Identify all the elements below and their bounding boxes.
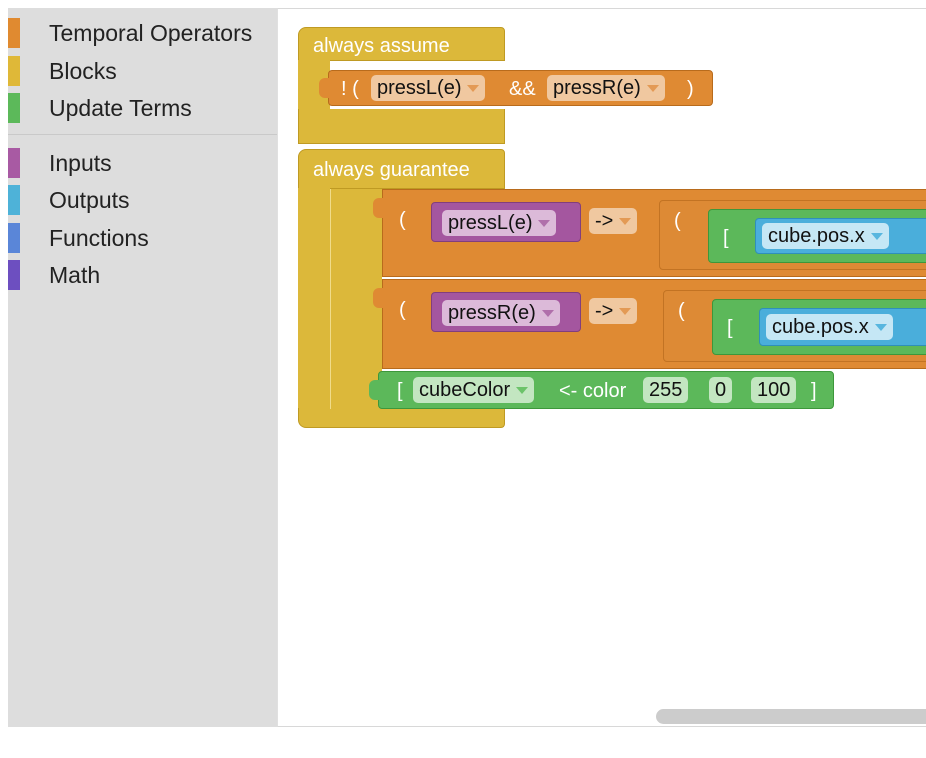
chevron-down-icon	[874, 324, 887, 332]
input-block-press-left[interactable]: pressL(e)	[431, 202, 581, 242]
not-expression-block[interactable]: ! ( pressL(e) && pressR(e) )	[319, 70, 713, 106]
toolbox-category-blocks[interactable]: Blocks	[8, 52, 277, 86]
blue-value-field[interactable]: 100	[751, 377, 797, 403]
output-dropdown[interactable]: cube.pos.x	[762, 223, 889, 249]
open-bracket: [	[723, 227, 729, 249]
category-label: Functions	[49, 225, 149, 251]
toolbox-category-outputs[interactable]: Outputs	[8, 181, 277, 215]
color-update-block[interactable]: [ cubeColor <- color 255 0 100 ]	[369, 371, 834, 409]
open-bracket: [	[397, 380, 403, 402]
always-guarantee-block-footer	[298, 408, 505, 428]
chevron-down-icon	[870, 233, 883, 241]
toolbox-category-temporal-operators[interactable]: Temporal Operators	[8, 14, 277, 48]
nested-paren-block[interactable]: ( [ cube.pos.x	[659, 200, 926, 270]
category-label: Math	[49, 262, 101, 288]
toolbox-category-math[interactable]: Math	[8, 256, 277, 290]
chevron-down-icon	[467, 85, 480, 93]
input-text: pressL(e)	[448, 212, 533, 234]
open-paren: (	[399, 299, 406, 321]
toolbox-category-update-terms[interactable]: Update Terms	[8, 89, 277, 123]
input-dropdown[interactable]: pressR(e)	[442, 300, 560, 326]
always-assume-block-footer	[298, 109, 505, 144]
press-left-dropdown[interactable]: pressL(e)	[371, 75, 486, 101]
output-text: cube.pos.x	[768, 225, 865, 247]
category-color-swatch	[8, 18, 20, 48]
implies-dropdown[interactable]: ->	[589, 208, 638, 234]
category-color-swatch	[8, 56, 20, 86]
implication-block-1[interactable]: ( pressL(e) -> ( [ cube.pos.x	[373, 189, 926, 277]
output-connector	[373, 288, 383, 308]
open-paren: (	[674, 210, 681, 232]
toolbox-category-inputs[interactable]: Inputs	[8, 144, 277, 178]
output-block-cube-pos-x[interactable]: cube.pos.x	[755, 218, 926, 254]
and-operator: &&	[509, 78, 536, 100]
chevron-down-icon	[538, 220, 551, 228]
category-label: Inputs	[49, 150, 112, 176]
input-text: pressR(e)	[448, 302, 536, 324]
cube-color-text: cubeColor	[419, 379, 511, 401]
output-connector	[369, 380, 379, 400]
red-value-field[interactable]: 255	[643, 377, 689, 403]
workspace[interactable]: always assume ! ( pressL(e) && pressR(e)…	[277, 8, 926, 727]
output-dropdown[interactable]: cube.pos.x	[766, 314, 893, 340]
category-label: Temporal Operators	[49, 20, 253, 46]
open-paren: (	[399, 209, 406, 231]
chevron-down-icon	[619, 218, 632, 226]
toolbox-category-functions[interactable]: Functions	[8, 219, 277, 253]
press-right-text: pressR(e)	[553, 77, 641, 99]
implication-block-2[interactable]: ( pressR(e) -> ( [ cube.pos.x	[373, 279, 926, 369]
horizontal-scrollbar[interactable]	[656, 709, 926, 724]
implies-text: ->	[595, 210, 614, 232]
chevron-down-icon	[541, 310, 554, 318]
update-term-block[interactable]: [ cube.pos.x	[712, 299, 926, 355]
category-label: Update Terms	[49, 95, 192, 121]
press-right-dropdown[interactable]: pressR(e)	[547, 75, 665, 101]
implies-dropdown[interactable]: ->	[589, 298, 638, 324]
input-dropdown[interactable]: pressL(e)	[442, 210, 557, 236]
output-connector	[373, 198, 383, 218]
category-color-swatch	[8, 223, 20, 253]
category-color-swatch	[8, 185, 20, 215]
output-connector	[319, 78, 329, 98]
category-label: Outputs	[49, 187, 130, 213]
chevron-down-icon	[619, 308, 632, 316]
output-text: cube.pos.x	[772, 316, 869, 338]
open-bracket: [	[727, 317, 733, 339]
always-guarantee-block[interactable]: always guarantee	[298, 149, 505, 189]
update-term-block[interactable]: [ cube.pos.x	[708, 209, 926, 263]
green-value-field[interactable]: 0	[709, 377, 733, 403]
assign-color-label: <- color	[559, 380, 627, 402]
toolbox: Temporal Operators Blocks Update Terms I…	[8, 8, 277, 727]
not-operator: ! (	[341, 78, 359, 100]
close-bracket: ]	[811, 380, 817, 402]
category-color-swatch	[8, 93, 20, 123]
close-paren: )	[687, 78, 694, 100]
category-color-swatch	[8, 148, 20, 178]
chevron-down-icon	[646, 85, 659, 93]
always-assume-label: always assume	[313, 35, 450, 57]
chevron-down-icon	[516, 387, 529, 395]
category-color-swatch	[8, 260, 20, 290]
blockly-editor: Temporal Operators Blocks Update Terms I…	[8, 8, 926, 727]
open-paren: (	[678, 300, 685, 322]
always-assume-block[interactable]: always assume	[298, 27, 505, 61]
implies-text: ->	[595, 300, 614, 322]
always-guarantee-label: always guarantee	[313, 159, 470, 181]
input-block-press-right[interactable]: pressR(e)	[431, 292, 581, 332]
toolbox-separator	[8, 134, 277, 135]
always-guarantee-block-body	[298, 188, 330, 409]
press-left-text: pressL(e)	[377, 77, 462, 99]
nested-paren-block[interactable]: ( [ cube.pos.x	[663, 290, 926, 362]
category-label: Blocks	[49, 58, 117, 84]
output-block-cube-pos-x[interactable]: cube.pos.x	[759, 308, 926, 346]
cube-color-dropdown[interactable]: cubeColor	[413, 377, 535, 403]
